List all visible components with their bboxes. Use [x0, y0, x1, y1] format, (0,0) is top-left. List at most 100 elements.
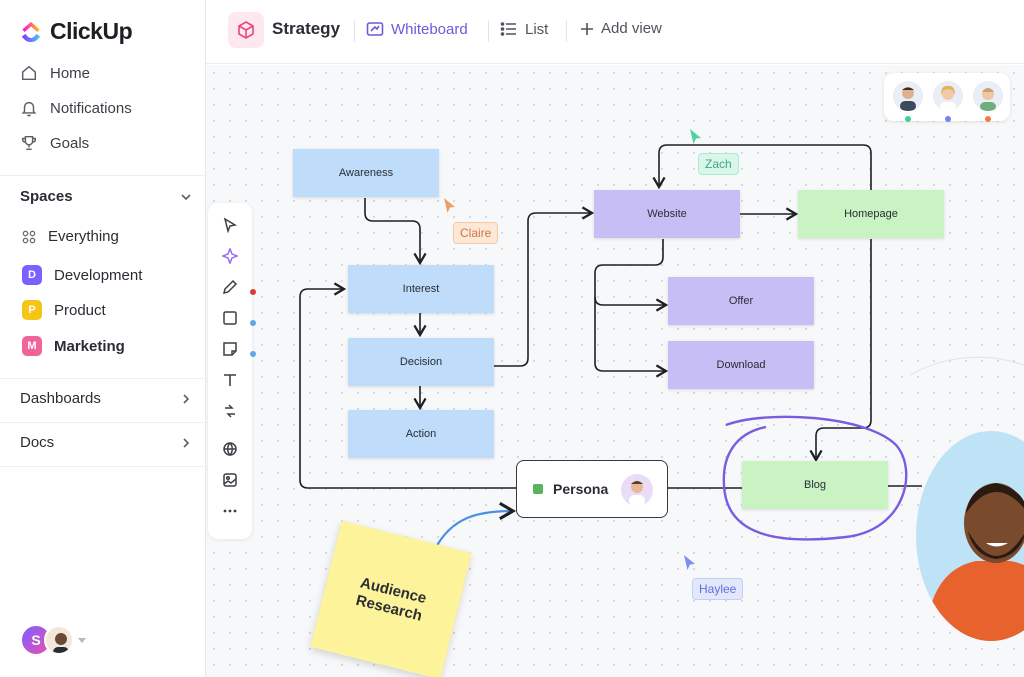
whiteboard-icon	[366, 22, 384, 36]
space-product[interactable]: P Product	[22, 300, 106, 320]
whiteboard-canvas[interactable]: Awareness Interest Decision Action Websi…	[206, 65, 1024, 677]
docs-label: Docs	[20, 434, 55, 451]
home-icon	[21, 65, 37, 81]
spaces-label: Spaces	[20, 188, 73, 205]
space-label: Product	[54, 301, 106, 319]
sidebar: ClickUp Home Notifications Goals Spaces …	[0, 0, 206, 677]
chevron-down-icon[interactable]	[180, 191, 192, 203]
clickup-logo[interactable]: ClickUp	[20, 18, 133, 45]
hand-drawn-circle	[722, 415, 908, 541]
brand-name: ClickUp	[50, 18, 133, 44]
trophy-icon	[21, 135, 37, 151]
persona-avatar	[621, 474, 653, 506]
node-download[interactable]: Download	[668, 341, 814, 389]
pen-tool[interactable]	[220, 277, 240, 297]
node-awareness[interactable]: Awareness	[293, 149, 439, 197]
presence-dot	[945, 116, 951, 122]
status-square	[533, 484, 543, 494]
spaces-header[interactable]: Spaces	[20, 188, 192, 205]
nav-home-label: Home	[50, 64, 91, 82]
tab-label: Whiteboard	[391, 20, 468, 38]
more-icon	[223, 509, 237, 513]
space-label: Development	[54, 266, 143, 284]
nav-goals-label: Goals	[50, 134, 90, 152]
node-decision[interactable]: Decision	[348, 338, 494, 386]
image-icon	[223, 473, 237, 487]
ai-tool[interactable]	[220, 246, 240, 266]
nav-notifications-label: Notifications	[50, 99, 132, 117]
dashboards-header[interactable]: Dashboards	[20, 390, 192, 407]
chevron-right-icon[interactable]	[180, 393, 192, 405]
nav-home[interactable]: Home	[20, 64, 90, 82]
more-tools[interactable]	[220, 501, 240, 521]
hand-drawn-arrow	[434, 501, 517, 550]
plus-icon	[581, 22, 593, 35]
text-tool[interactable]	[220, 370, 240, 390]
sidebar-divider	[0, 466, 206, 467]
cube-icon	[228, 12, 264, 48]
teammate-avatar[interactable]	[44, 625, 74, 655]
node-website[interactable]: Website	[594, 190, 740, 238]
square-icon	[223, 311, 237, 325]
node-offer[interactable]: Offer	[668, 277, 814, 325]
collaborator-avatar[interactable]	[973, 81, 1003, 111]
node-action[interactable]: Action	[348, 410, 494, 458]
cursor-arrow-icon	[690, 129, 701, 144]
connector-tool[interactable]	[220, 401, 240, 421]
chevron-right-icon[interactable]	[180, 437, 192, 449]
pen-color-dot	[250, 289, 256, 295]
add-view-label: Add view	[601, 20, 662, 37]
whiteboard-toolbar	[208, 203, 256, 539]
sidebar-divider	[0, 175, 206, 176]
node-blog[interactable]: Blog	[742, 461, 888, 509]
user-menu[interactable]: S	[20, 624, 86, 656]
add-view-button[interactable]: Add view	[580, 20, 662, 37]
persona-card[interactable]: Persona	[516, 460, 668, 518]
space-label: Marketing	[54, 337, 125, 355]
text-icon	[224, 374, 236, 386]
list-icon	[500, 22, 516, 36]
select-tool[interactable]	[220, 215, 240, 235]
toolbar-separator	[488, 20, 489, 42]
video-presenter-bubble[interactable]	[916, 431, 1024, 641]
tab-whiteboard[interactable]: Whiteboard	[366, 20, 468, 38]
node-homepage[interactable]: Homepage	[798, 190, 944, 238]
shape-color-dot	[250, 320, 256, 326]
toolbar-separator	[566, 20, 567, 42]
tab-label: List	[525, 20, 549, 38]
decorative-arc	[909, 356, 1024, 376]
tab-list[interactable]: List	[500, 20, 548, 38]
nav-goals[interactable]: Goals	[20, 134, 89, 152]
sparkle-icon	[222, 248, 238, 264]
collaborator-avatar[interactable]	[893, 81, 923, 111]
space-badge: D	[22, 265, 42, 285]
top-bar: Strategy Whiteboard List Add view	[206, 0, 1024, 64]
collaborator-avatar[interactable]	[933, 81, 963, 111]
cursor-label-zach: Zach	[698, 153, 739, 175]
space-badge: P	[22, 300, 42, 320]
page-title: Strategy	[272, 19, 341, 38]
caret-down-icon[interactable]	[78, 637, 86, 643]
presence-dot	[985, 116, 991, 122]
space-everything[interactable]: Everything	[22, 228, 119, 245]
connector-lines	[299, 144, 1024, 550]
embed-tool[interactable]	[220, 439, 240, 459]
shape-tool[interactable]	[220, 308, 240, 328]
space-marketing[interactable]: M Marketing	[22, 336, 125, 356]
presence-dot	[905, 116, 911, 122]
node-interest[interactable]: Interest	[348, 265, 494, 313]
cursor-arrow-icon	[444, 198, 455, 213]
cursor-label-claire: Claire	[453, 222, 499, 244]
docs-header[interactable]: Docs	[20, 434, 192, 451]
pen-icon	[222, 279, 238, 295]
grid-icon	[22, 230, 36, 243]
space-development[interactable]: D Development	[22, 265, 142, 285]
clickup-logo-icon	[21, 21, 41, 42]
nav-notifications[interactable]: Notifications	[20, 99, 132, 117]
image-tool[interactable]	[220, 470, 240, 490]
sticky-tool[interactable]	[220, 339, 240, 359]
sticky-note-icon	[223, 342, 237, 356]
pointer-icon	[223, 217, 238, 233]
globe-icon	[223, 442, 237, 457]
cursor-arrow-icon	[684, 555, 695, 570]
